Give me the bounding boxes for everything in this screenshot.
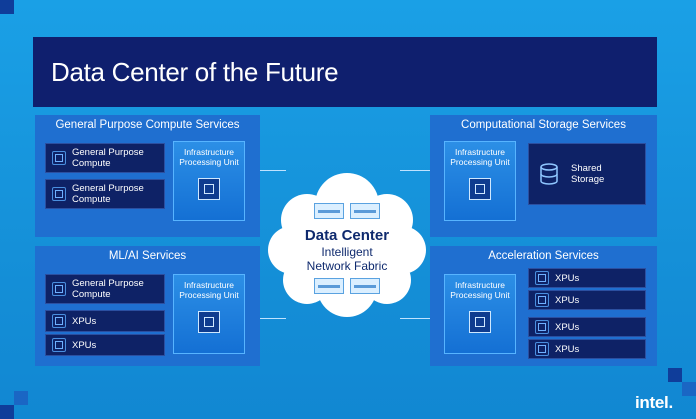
decorative-square [668,368,682,382]
chip-icon [198,311,220,333]
item-label: General Purpose Compute [72,147,144,169]
server-rack-icon [314,278,344,294]
item-label: General Purpose Compute [72,183,144,205]
item-label: XPUs [555,343,580,355]
general-compute-item: General Purpose Compute [45,274,165,304]
xpu-icon [535,320,549,334]
xpu-icon [52,314,66,328]
ipu-label: Infrastructure Processing Unit [179,280,239,300]
panel-general-compute: General Purpose Compute Services General… [35,115,260,237]
compute-icon [52,187,66,201]
shared-storage-item: Shared Storage [528,143,646,205]
network-fabric-cloud: Data Center Intelligent Network Fabric [262,165,432,325]
panel-title: General Purpose Compute Services [55,119,240,131]
general-compute-item: General Purpose Compute [45,143,165,173]
xpu-item: XPUs [528,290,646,310]
connector-line [400,170,442,171]
chip-icon [198,178,220,200]
xpu-icon [535,271,549,285]
connector-line [244,170,286,171]
panel-title: Computational Storage Services [461,119,626,131]
title-bar: Data Center of the Future [33,37,657,107]
server-rack-icon [350,203,380,219]
center-subtitle-1: Intelligent [321,245,373,259]
chip-icon [469,178,491,200]
ipu-label: Infrastructure Processing Unit [450,147,510,167]
database-icon [540,163,558,185]
decorative-square [0,405,14,419]
item-label: XPUs [72,339,97,351]
connector-line [400,318,442,319]
xpu-icon [535,342,549,356]
xpu-item: XPUs [528,268,646,288]
item-label: Shared Storage [571,163,605,185]
server-rack-icon [314,203,344,219]
intel-logo: intel. [635,393,673,412]
page-title: Data Center of the Future [51,56,339,87]
xpu-item: XPUs [45,310,165,332]
panel-acceleration: Acceleration Services Infrastructure Pro… [430,246,657,366]
item-label: XPUs [555,294,580,306]
compute-icon [52,151,66,165]
panel-title: Acceleration Services [488,250,599,262]
general-compute-item: General Purpose Compute [45,179,165,209]
item-label: XPUs [555,321,580,333]
ipu-label: Infrastructure Processing Unit [179,147,239,167]
ipu-box: Infrastructure Processing Unit [444,141,516,221]
panel-ml-ai: ML/AI Services General Purpose Compute X… [35,246,260,366]
ipu-label: Infrastructure Processing Unit [450,280,510,300]
panel-title: ML/AI Services [108,250,187,262]
xpu-item: XPUs [45,334,165,356]
item-label: XPUs [555,272,580,284]
server-rack-icon [350,278,380,294]
decorative-square [14,391,28,405]
ipu-box: Infrastructure Processing Unit [173,141,245,221]
xpu-icon [535,293,549,307]
ipu-box: Infrastructure Processing Unit [173,274,245,354]
xpu-item: XPUs [528,339,646,359]
xpu-icon [52,338,66,352]
decorative-square [0,0,14,14]
item-label: XPUs [72,315,97,327]
center-subtitle-2: Network Fabric [306,259,388,273]
center-title: Data Center [304,227,390,244]
compute-icon [52,282,66,296]
ipu-box: Infrastructure Processing Unit [444,274,516,354]
connector-line [244,318,286,319]
xpu-item: XPUs [528,317,646,337]
panel-storage: Computational Storage Services Infrastru… [430,115,657,237]
decorative-square [682,382,696,396]
chip-icon [469,311,491,333]
item-label: General Purpose Compute [72,278,144,300]
